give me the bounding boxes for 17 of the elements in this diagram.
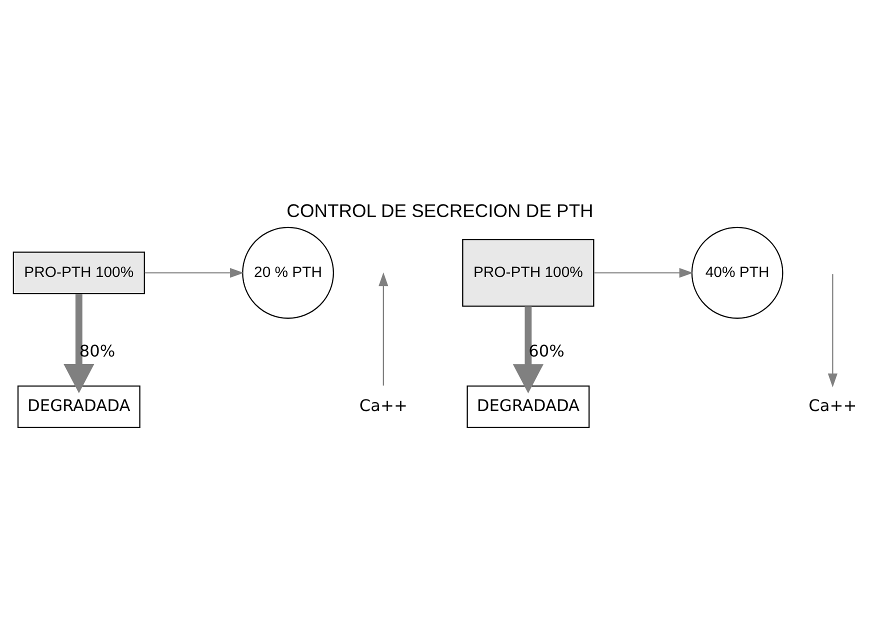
arrow [64,294,94,394]
node-box: DEGRADADA [17,385,140,428]
node-box: PRO-PTH 100% [12,252,145,294]
arrow [828,274,838,388]
node-circle: 20 % PTH [242,226,334,319]
arrow [512,306,544,394]
edge-label: 60% [528,341,564,360]
node-circle: 40% PTH [691,226,784,319]
diagram-title: CONTROL DE SECRECION DE PTH [286,200,594,221]
arrow [594,268,694,278]
node-box: DEGRADADA [466,385,590,428]
node-box: PRO-PTH 100% [462,238,594,307]
arrow [144,268,244,278]
arrow [378,272,388,386]
node-text: Ca++ [359,396,408,415]
edge-label: 80% [79,341,116,360]
node-text: Ca++ [808,396,857,415]
